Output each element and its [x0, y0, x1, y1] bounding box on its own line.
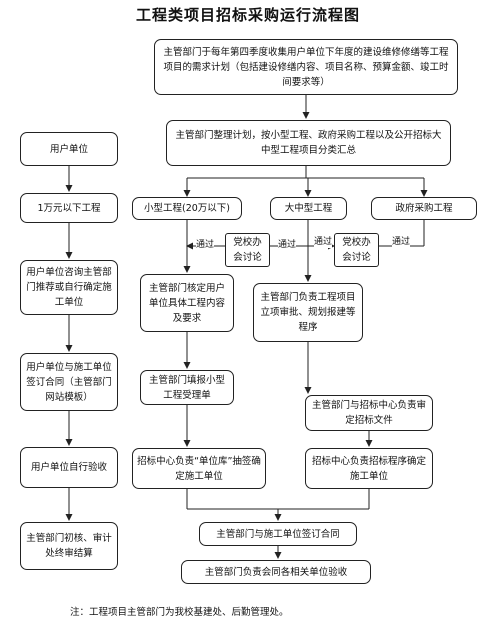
- pass-label: 通过: [278, 240, 297, 251]
- footnote: 注：工程项目主管部门为我校基建处、后勤管理处。: [70, 607, 289, 618]
- verify-content-box: 主管部门核定用户单位具体工程内容及要求: [140, 274, 234, 332]
- small-project-box: 小型工程(20万以下): [132, 197, 242, 220]
- large-project-box: 大中型工程: [270, 197, 347, 220]
- classification-box: 主管部门整理计划，按小型工程、政府采购工程以及公开招标大中型工程项目分类汇总: [166, 120, 451, 166]
- user-consult-box: 用户单位咨询主管部门推荐或自行确定施工单位: [20, 260, 118, 315]
- user-self-accept-box: 用户单位自行验收: [20, 447, 118, 488]
- demand-collection-box: 主管部门于每年第四季度收集用户单位下年度的建设维修修缮等工程项目的需求计划（包括…: [154, 39, 458, 95]
- tender-procedure-box: 招标中心负责招标程序确定施工单位: [305, 448, 433, 489]
- acceptance-form-box: 主管部门填报小型工程受理单: [140, 370, 234, 405]
- gov-procurement-box: 政府采购工程: [371, 197, 477, 220]
- user-contract-box: 用户单位与施工单位签订合同（主管部门网站模板）: [20, 353, 118, 411]
- pass-label: 通过: [314, 237, 333, 248]
- lottery-selection-box: 招标中心负责“单位库”抽签确定施工单位: [132, 448, 266, 489]
- settlement-audit-box: 主管部门初核、审计处终审结算: [20, 522, 118, 570]
- under-10k-project-box: 1万元以下工程: [20, 193, 118, 223]
- committee-box-1: 党校办会讨论: [225, 233, 270, 267]
- pass-label: 通过: [392, 237, 411, 248]
- user-unit-box: 用户单位: [20, 132, 118, 166]
- project-approval-box: 主管部门负责工程项目立项审批、规划报建等程序: [253, 283, 363, 342]
- pass-label: 通过: [196, 240, 215, 251]
- page-title: 工程类项目招标采购运行流程图: [135, 6, 360, 24]
- tender-review-box: 主管部门与招标中心负责审定招标文件: [305, 395, 433, 431]
- committee-box-2: 党校办会讨论: [334, 233, 379, 267]
- dept-contract-box: 主管部门与施工单位签订合同: [199, 522, 357, 546]
- final-acceptance-box: 主管部门负责会同各相关单位验收: [181, 560, 371, 584]
